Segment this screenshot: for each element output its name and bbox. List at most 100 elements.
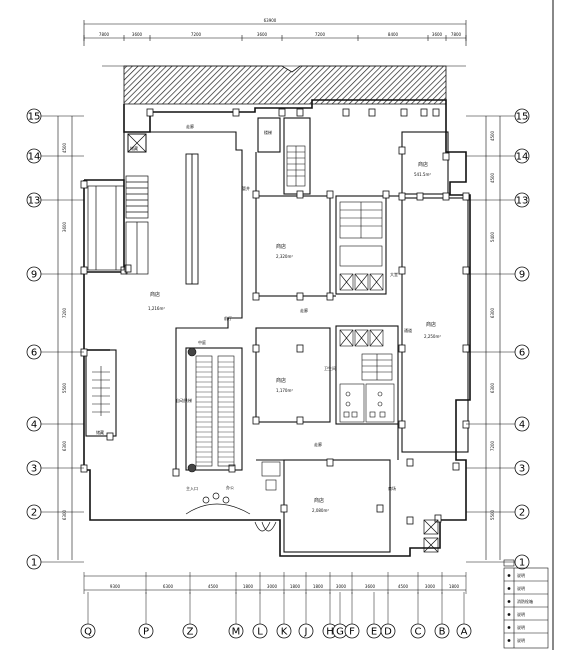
upper-core [339,201,384,291]
grid-column-label: B [439,627,446,638]
bottom-dimension-label: 1800 [290,584,301,589]
column [462,420,470,429]
grid-row-label-left: 15 [28,112,41,123]
column [398,146,406,155]
top-dimensions [83,20,467,46]
grid-column-label: H [326,627,334,638]
grid-row-label-right: 1 [519,558,525,569]
label-escalator: 自动扶梯 [176,397,192,403]
grid-row-label-left: 1 [31,558,37,569]
column [296,108,304,117]
column [398,266,406,275]
right-dimension-label: 5400 [490,231,495,242]
bottom-dimension-label: 4500 [398,584,409,589]
grid-column-label: K [281,627,288,638]
grid-column-label: E [371,627,377,638]
grid-row-label-right: 4 [519,420,525,431]
room-bottom-shop-name: 商店 [314,497,324,504]
column [80,180,88,189]
grid-row-label-right: 13 [516,196,529,207]
stair-top-left [125,133,149,275]
grid-column-label: D [384,627,392,638]
column [420,108,428,117]
column [278,108,286,117]
left-dimension-label: 5500 [62,382,67,393]
grid-column-bubble [344,623,360,639]
grid-row-label-left: 3 [31,464,37,475]
column [252,292,260,301]
atrium-void [185,153,199,285]
grid-column-label: M [232,627,241,638]
bottom-dimension-label: 6300 [163,584,174,589]
column [398,420,406,429]
column [400,108,408,117]
bottom-dimension-label: 1800 [243,584,254,589]
bottom-dimension-label: 3000 [336,584,347,589]
bottom-dimension-label: 3000 [425,584,436,589]
label-office: 办公 [226,484,234,490]
room-upper-shop-area: 2,320m² [276,254,293,259]
grid-row-label-left: 6 [31,348,37,359]
label-storage-1: 储藏 [130,145,138,151]
room-labels: 商店 1,216m² 商店 2,320m² 商店 1,170m² 商店 2,25… [96,123,441,513]
column [106,432,114,441]
label-mall: 商场 [388,485,396,491]
room-top-right-area: 541.5m² [414,172,431,177]
label-shaft: 管井 [242,185,250,191]
column [342,108,350,117]
grid-column-label: P [143,627,149,638]
label-entrance: 主入口 [186,485,198,491]
legend-symbol [507,639,511,642]
right-dimension-label: 6300 [490,382,495,393]
grid-row-label-right: 6 [519,348,525,359]
bottom-dimension-label: 3600 [365,584,376,589]
column [80,266,88,275]
label-storage-2: 储藏 [96,429,104,435]
column [80,464,88,473]
legend-item-label: 说明 [517,585,525,591]
grid-column-label: J [304,627,308,638]
structural-columns [80,108,470,525]
legend-symbol [507,626,511,629]
room-mid-shop-area: 1,170m² [276,388,293,393]
legend-item-label: 说明 [517,624,525,630]
right-dimension-label: 5500 [490,509,495,520]
column [462,266,470,275]
grid-column-bubble [276,623,292,639]
grid-column-bubble [80,623,96,639]
overall-dimension: 63900 [264,18,277,23]
grid-row-label-right: 3 [519,464,525,475]
column [252,344,260,353]
top-dimension-label: 3600 [257,32,268,37]
legend-symbol [507,600,511,603]
label-hall: 大堂 [390,271,398,277]
label-toilet: 卫生间 [324,365,336,371]
grid-column-bubble [456,623,472,639]
room-bottom-shop-area: 2,080m² [312,508,329,513]
grid-column-label: A [461,627,468,638]
right-dimension-label: 4500 [490,130,495,141]
room-top-right-name: 商店 [418,161,428,168]
legend-table [503,559,549,649]
grid-column-bubble [182,623,198,639]
bottom-dimensions [84,575,466,591]
label-corridor3: 走廊 [314,441,322,447]
column [416,192,424,201]
bottom-dimension-label: 1800 [449,584,460,589]
grid-row-label-right: 9 [519,270,525,281]
interior-walls [85,117,469,553]
lower-core [339,329,395,423]
legend-symbol [507,574,511,577]
room-big-hall-name: 商店 [150,291,160,298]
column [124,264,132,273]
column [462,344,470,353]
label-atrium: 中庭 [198,339,206,345]
column [146,108,154,117]
column [382,190,390,199]
side-dimensions [57,116,501,560]
column [432,108,440,117]
grid-row-label-right: 15 [516,112,529,123]
grid-column-bubble [138,623,154,639]
label-lobby: 前厅 [224,315,232,321]
bottom-dimension-label: 1800 [313,584,324,589]
